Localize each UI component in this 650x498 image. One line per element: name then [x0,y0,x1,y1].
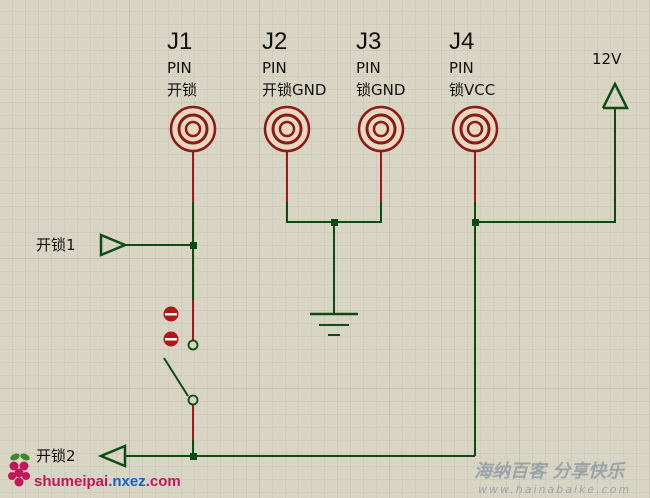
connector-j4[interactable]: J4 PIN 锁VCC [449,28,495,99]
pad-j4[interactable] [451,105,499,153]
ground-symbol[interactable] [310,312,358,336]
net-arrow-icon [97,444,127,468]
wires [125,108,616,457]
connector-j2[interactable]: J2 PIN 开锁GND [262,28,326,99]
net-label-text: 开锁2 [36,447,76,465]
connector-label: 锁GND [356,81,405,99]
switch-lever [163,357,189,397]
switch-contact-icon [187,394,199,406]
connector-type: PIN [449,59,474,77]
switch-contact-icon [187,339,199,351]
watermark-right: 海纳百客 分享快乐 www.hainabaike.com [474,461,631,496]
switch[interactable] [163,306,199,406]
connector-label: 开锁GND [262,81,326,99]
watermark-brand: shumeipai.nxez.com [8,453,181,490]
connector-ref: J4 [449,28,474,55]
watermark-url: www.hainabaike.com [478,483,631,496]
power-terminal-12v[interactable]: 12V [592,50,630,110]
net-label-unlock1[interactable]: 开锁1 [36,233,129,257]
svg-text:shumeipai.nxez.com: shumeipai.nxez.com [34,473,181,490]
power-arrow-icon [601,81,630,110]
connector-j3[interactable]: J3 PIN 锁GND [356,28,405,99]
pad-j2[interactable] [263,105,311,153]
pad-j3[interactable] [357,105,405,153]
net-arrow-icon [99,233,129,257]
net-label-unlock2[interactable]: 开锁2 [36,444,127,468]
connector-label: 开锁 [167,81,197,99]
power-label: 12V [592,50,622,68]
connector-type: PIN [356,59,381,77]
brand-b: .nxez [108,473,146,490]
connector-type: PIN [262,59,287,77]
watermark-cn: 海纳百客 分享快乐 [474,461,626,482]
pin-stubs [192,152,476,440]
net-label-text: 开锁1 [36,236,76,254]
raspberry-logo-icon [8,453,30,487]
connector-label: 锁VCC [449,81,495,99]
switch-probe-icon [163,306,179,347]
connector-type: PIN [167,59,192,77]
connector-ref: J2 [262,28,287,55]
connector-ref: J1 [167,28,192,55]
connector-ref: J3 [356,28,381,55]
junctions [190,219,479,460]
brand-c: .com [146,473,181,490]
brand-a: shumeipai [34,473,108,490]
pad-j1[interactable] [169,105,217,153]
connector-j1[interactable]: J1 PIN 开锁 [167,28,197,99]
